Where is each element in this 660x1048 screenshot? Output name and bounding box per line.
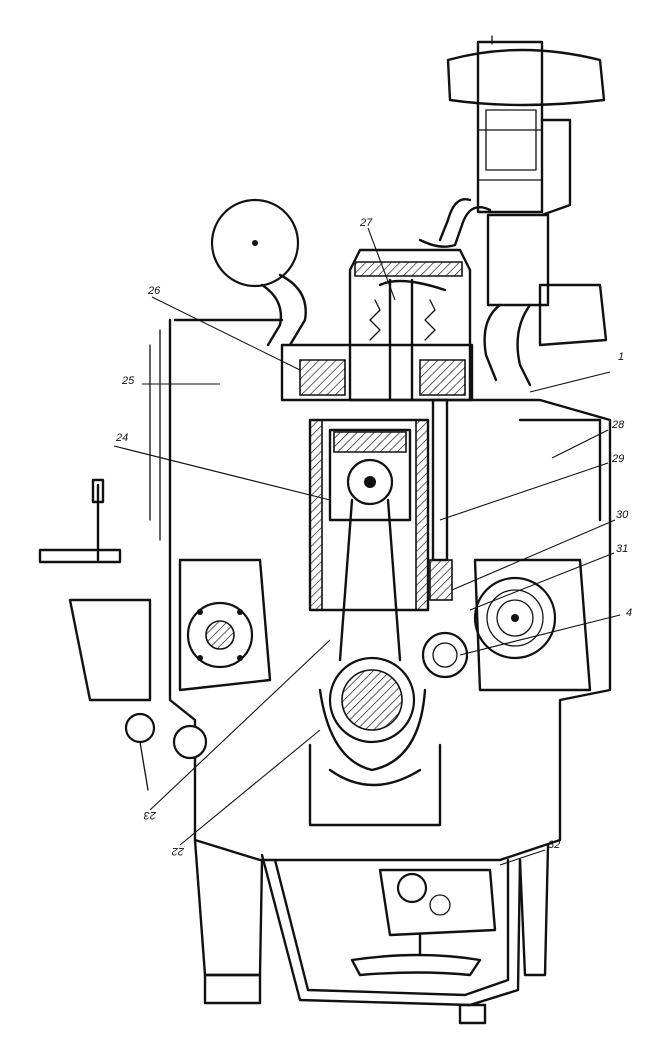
callout-1: 1 [618,351,624,363]
callout-30: 30 [616,509,629,521]
cylinder-head [280,248,474,402]
injection-assembly [421,398,469,679]
callout-32: 32 [548,839,560,851]
intake-pipe [418,198,492,248]
round-filter-housing [210,198,307,347]
valve-gear [369,278,447,402]
connecting-rod [308,498,442,827]
callout-26: 26 [147,285,161,297]
governor-linkage [38,478,156,791]
callout-24: 24 [115,432,128,444]
callout-4: 4 [626,607,632,619]
fuel-pump [172,558,272,760]
timing-gear [473,558,592,692]
callout-leaders [113,227,621,866]
callout-28: 28 [611,419,625,431]
callout-27: 27 [359,217,373,229]
oil-sump [260,853,522,1007]
callout-31: 31 [616,543,628,555]
callout-23: 23 [143,809,157,821]
engine-mounts [193,838,550,1025]
cylinder-and-piston [308,418,430,612]
callout-25: 25 [121,375,135,387]
callout-22: 22 [172,845,185,857]
air-cleaner [446,35,606,307]
callout-29: 29 [611,453,624,465]
engine-block [149,318,612,862]
exhaust-pipe [483,283,608,387]
